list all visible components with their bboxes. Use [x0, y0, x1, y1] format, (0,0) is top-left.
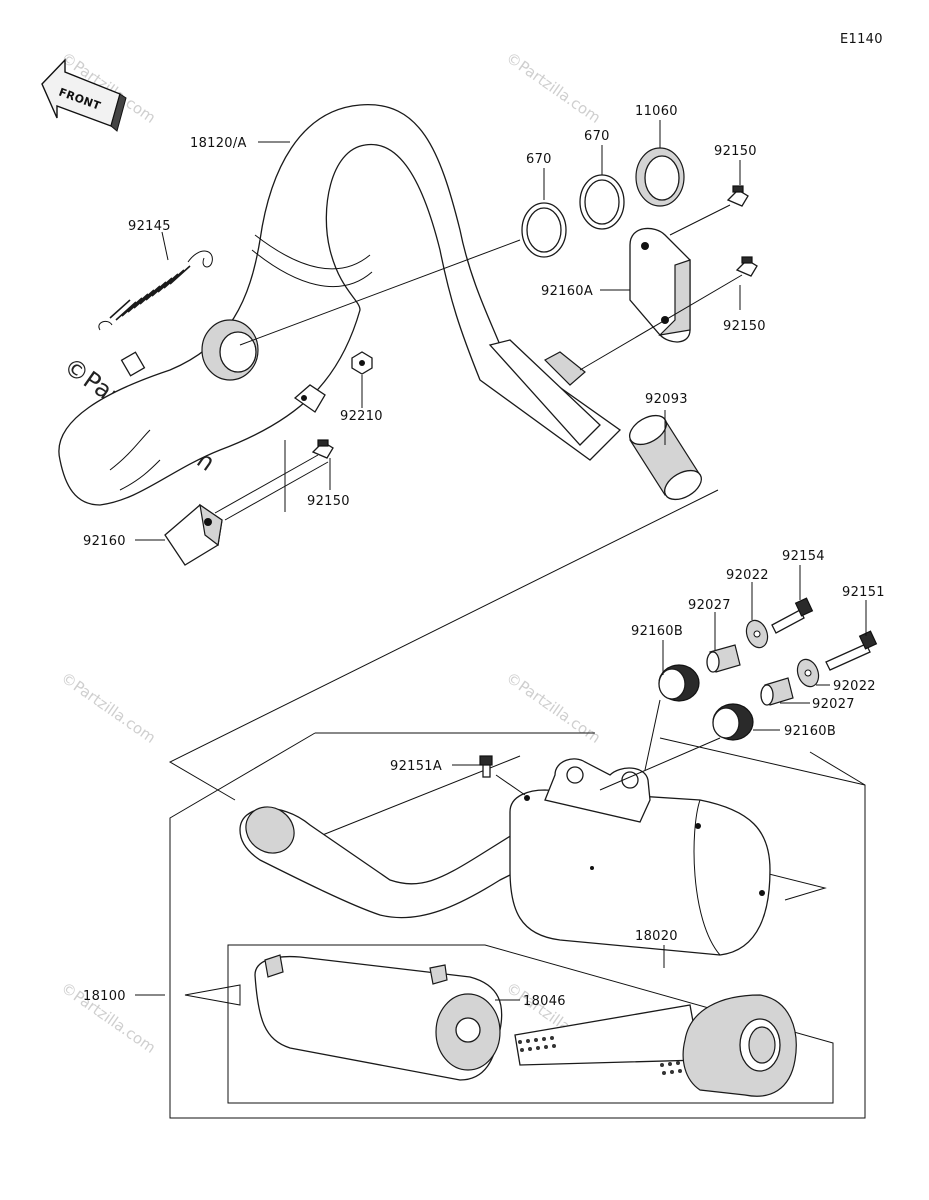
label-18120A: 18120/A [190, 136, 247, 151]
collar-92093-icon [629, 414, 702, 501]
label-92022-a: 92022 [726, 568, 769, 583]
collar-92027-b-icon [760, 677, 794, 706]
watermark-text: ©Partzilla.com [503, 49, 604, 127]
label-92093: 92093 [645, 392, 688, 407]
washer-92022-b-icon [796, 658, 820, 688]
label-18020: 18020 [635, 929, 678, 944]
bolt-92150-a-icon [726, 185, 749, 207]
label-92160B-b: 92160B [784, 724, 836, 739]
label-92150-c: 92150 [307, 494, 350, 509]
gasket-670-a-icon [521, 202, 567, 258]
diagram-code: E1140 [840, 32, 883, 47]
exhaust-pipe-18120A [58, 104, 622, 506]
bracket-92160-icon [164, 503, 223, 566]
label-92027-b: 92027 [812, 697, 855, 712]
silencer-core-18020 [514, 994, 797, 1097]
gasket-670-b-icon [579, 174, 625, 230]
label-11060: 11060 [635, 104, 678, 119]
label-92160A: 92160A [541, 284, 593, 299]
label-92160: 92160 [83, 534, 126, 549]
label-92150-b: 92150 [723, 319, 766, 334]
silencer-packing-18046 [254, 954, 503, 1081]
leader-lines-lower [135, 565, 867, 1001]
grommet-92160B-b-icon [712, 703, 754, 741]
label-92145: 92145 [128, 219, 171, 234]
label-92160B-a: 92160B [631, 624, 683, 639]
bolt-92154-icon [771, 597, 814, 634]
label-92151A: 92151A [390, 759, 442, 774]
label-92151: 92151 [842, 585, 885, 600]
label-92022-b: 92022 [833, 679, 876, 694]
gasket-670-b-inner [584, 179, 620, 225]
label-92027-a: 92027 [688, 598, 731, 613]
muffler-assembly-18100 [239, 758, 771, 956]
bolt-92150-b-icon [735, 256, 758, 277]
bolt-92151-icon [825, 630, 878, 671]
spring-icon [98, 250, 213, 331]
nut-92210-icon [351, 351, 373, 375]
washer-92022-a-icon [745, 619, 769, 649]
label-670-a: 670 [526, 152, 552, 167]
callout-labels: 18120/A 92145 670 670 11060 92150 92160A… [83, 104, 885, 1009]
label-92210: 92210 [340, 409, 383, 424]
leader-lines-upper [135, 120, 743, 541]
label-92150-a: 92150 [714, 144, 757, 159]
gasket-11060-inner [644, 155, 680, 201]
gasket-670-a-inner [526, 207, 562, 253]
label-18100: 18100 [83, 989, 126, 1004]
bracket-92160A-icon [629, 227, 691, 343]
label-92154: 92154 [782, 549, 825, 564]
label-18046: 18046 [523, 994, 566, 1009]
watermark-text: ©Partzilla.com [503, 669, 604, 747]
bolt-92150-c-icon [311, 439, 334, 459]
muffler-frame-lines [168, 489, 866, 1119]
collar-92027-a-icon [706, 644, 741, 673]
watermark-text: ©Partzilla.com [58, 669, 159, 747]
bolt-92151A-icon [479, 755, 493, 778]
grommet-92160B-a-icon [658, 664, 700, 702]
front-arrow-icon: FRONT [41, 58, 127, 132]
label-670-b: 670 [584, 129, 610, 144]
